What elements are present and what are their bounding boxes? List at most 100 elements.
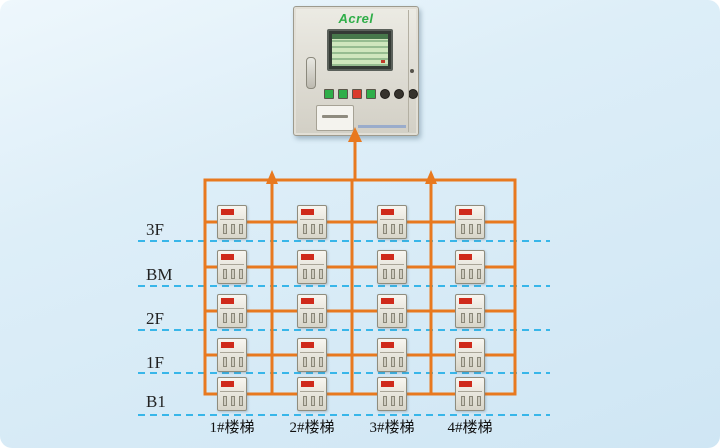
terminal-pin [239,357,243,367]
terminal-pin [383,269,387,279]
terminal-pin [461,396,465,406]
device-module-floor4-stair4 [455,338,485,372]
terminal-pin [231,396,235,406]
floor-label-2f: 2F [146,309,164,328]
lcd-header-bar [332,34,388,39]
device-divider [380,308,404,309]
control-knob-3 [408,89,418,99]
device-terminals [461,313,481,323]
device-terminals [461,396,481,406]
device-red-label [381,209,394,215]
control-knob-1 [380,89,390,99]
terminal-pin [391,357,395,367]
terminal-pin [469,313,473,323]
device-module-floor5-stair3 [377,377,407,411]
device-module-floor3-stair3 [377,294,407,328]
terminal-pin [319,269,323,279]
terminal-pin [469,269,473,279]
arrow-up-left [266,170,278,184]
device-terminals [223,269,243,279]
terminal-pin [303,313,307,323]
device-divider [380,264,404,265]
cabinet-nameplate-text [358,125,406,128]
terminal-pin [477,313,481,323]
terminal-pin [399,313,403,323]
terminal-pin [303,269,307,279]
device-divider [300,264,324,265]
device-terminals [223,313,243,323]
device-terminals [223,357,243,367]
device-module-floor3-stair1 [217,294,247,328]
terminal-pin [319,224,323,234]
device-red-label [221,342,234,348]
device-divider [458,308,482,309]
device-module-floor5-stair1 [217,377,247,411]
device-divider [300,219,324,220]
terminal-pin [477,396,481,406]
device-red-label [221,209,234,215]
device-module-floor3-stair2 [297,294,327,328]
device-red-label [301,342,314,348]
indicator-button-4 [366,89,376,99]
device-module-floor5-stair2 [297,377,327,411]
printer-module [316,105,354,131]
terminal-pin [461,224,465,234]
device-divider [300,391,324,392]
terminal-pin [469,357,473,367]
device-red-label [221,298,234,304]
device-red-label [301,298,314,304]
device-red-label [301,254,314,260]
device-red-label [381,298,394,304]
terminal-pin [477,224,481,234]
terminal-pin [399,269,403,279]
control-knob-2 [394,89,404,99]
terminal-pin [311,224,315,234]
device-red-label [381,342,394,348]
device-terminals [461,357,481,367]
device-terminals [223,396,243,406]
device-module-floor2-stair2 [297,250,327,284]
floor-label-b1: B1 [146,392,166,411]
device-terminals [303,313,323,323]
device-divider [300,352,324,353]
terminal-pin [399,357,403,367]
terminal-pin [461,357,465,367]
device-terminals [303,224,323,234]
indicator-button-2 [338,89,348,99]
device-terminals [461,269,481,279]
device-terminals [303,396,323,406]
device-terminals [461,224,481,234]
device-red-label [301,381,314,387]
terminal-pin [231,269,235,279]
device-divider [220,391,244,392]
device-red-label [459,254,472,260]
device-terminals [303,269,323,279]
terminal-pin [239,224,243,234]
device-module-floor1-stair2 [297,205,327,239]
device-module-floor1-stair4 [455,205,485,239]
device-module-floor4-stair1 [217,338,247,372]
device-divider [458,391,482,392]
acrel-logo: Acrel [338,11,374,26]
terminal-pin [311,357,315,367]
stair-label-1: 1#楼梯 [209,420,255,436]
device-red-label [221,381,234,387]
terminal-pin [469,396,473,406]
device-terminals [383,357,403,367]
cabinet-button-row [324,89,418,99]
terminal-pin [477,269,481,279]
terminal-pin [319,396,323,406]
terminal-pin [399,224,403,234]
floor-label-3f: 3F [146,220,164,239]
terminal-pin [231,313,235,323]
arrow-up-right [425,170,437,184]
terminal-pin [399,396,403,406]
terminal-pin [319,357,323,367]
floor-label-bm: BM [146,265,173,284]
terminal-pin [311,313,315,323]
terminal-pin [239,396,243,406]
door-lock [410,69,414,73]
terminal-pin [223,313,227,323]
cabinet-screen [327,29,393,71]
device-terminals [383,269,403,279]
